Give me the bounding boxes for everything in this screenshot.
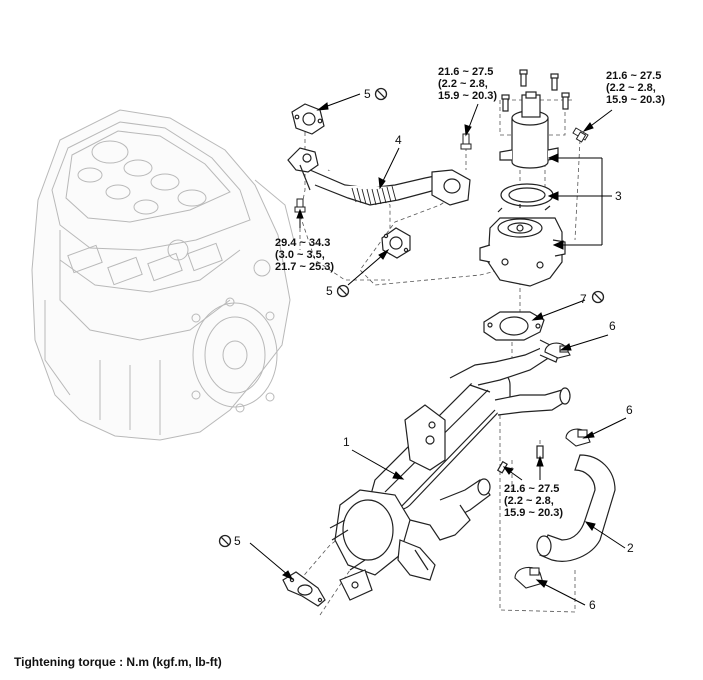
hose-clamp-middle xyxy=(565,428,591,447)
callout-7-gasket: 7 xyxy=(580,292,587,306)
callout-5-gasket-bottom: 5 xyxy=(234,534,241,548)
callout-6-clamp-lower: 6 xyxy=(589,598,596,612)
do-not-reuse-icon xyxy=(218,534,232,548)
coolant-hose xyxy=(536,454,616,562)
gasket-pipe-upper xyxy=(291,103,325,135)
engine-block xyxy=(31,109,296,441)
gasket-cooler-bottom xyxy=(282,571,326,607)
gasket-cooler-top xyxy=(483,311,545,341)
egr-cooler xyxy=(329,339,571,601)
leader-lines xyxy=(249,93,627,606)
callout-6-clamp-upper: 6 xyxy=(609,319,616,333)
valve-front-bolt xyxy=(460,133,472,150)
callout-2-hose: 2 xyxy=(627,541,634,555)
valve-side-bolt xyxy=(572,127,589,143)
callout-1-egr-cooler: 1 xyxy=(343,435,350,449)
callout-3-egr-valve: 3 xyxy=(615,189,622,203)
hose-clamp-lower xyxy=(514,566,544,589)
callout-6-clamp-middle: 6 xyxy=(626,403,633,417)
callout-5-gasket-middle: 5 xyxy=(326,284,333,298)
do-not-reuse-icon xyxy=(374,87,388,101)
gasket-pipe-lower xyxy=(381,227,411,259)
callout-5-gasket-upper: 5 xyxy=(364,87,371,101)
torque-units-note: Tightening torque : N.m (kgf.m, lb-ft) xyxy=(14,655,222,669)
egr-valve-assembly xyxy=(479,69,570,287)
torque-spec-valve-top: 21.6 ~ 27.5 (2.2 ~ 2.8, 15.9 ~ 20.3) xyxy=(438,66,498,102)
do-not-reuse-icon xyxy=(336,284,350,298)
callout-4-egr-pipe: 4 xyxy=(395,133,402,147)
torque-spec-egr-cooler: 21.6 ~ 27.5 (2.2 ~ 2.8, 15.9 ~ 20.3) xyxy=(504,483,564,519)
egr-pipe xyxy=(287,147,471,206)
do-not-reuse-icon xyxy=(591,290,605,304)
torque-spec-egr-pipe: 29.4 ~ 34.3 (3.0 ~ 3.5, 21.7 ~ 25.3) xyxy=(275,237,335,273)
torque-spec-valve-right: 21.6 ~ 27.5 (2.2 ~ 2.8, 15.9 ~ 20.3) xyxy=(606,70,666,106)
